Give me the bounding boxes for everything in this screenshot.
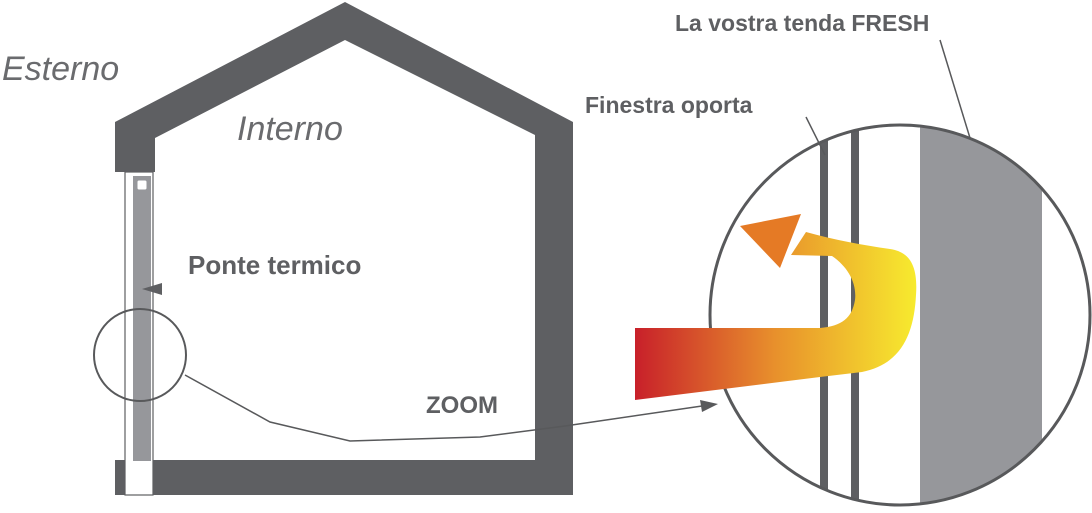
pointer-arrow-icon [142,283,162,295]
zoom-connector [184,374,718,442]
inside-label: Interno [237,110,343,148]
house [93,2,573,496]
zoom-connector-line [184,374,703,442]
curtain-backing [1042,125,1090,505]
heat-flow-arrow-icon [635,232,917,400]
zoom-detail [635,123,1092,507]
outside-label: Esterno [2,50,119,88]
curtain-hook [136,179,148,191]
window-leader-line [805,116,826,156]
thermal-bridge-label: Ponte termico [188,250,361,280]
window-label: Finestra oporta [585,92,753,118]
curtain-label: La vostra tenda FRESH [675,10,929,36]
zoom-circle-outline [708,123,1092,507]
zoom-label: ZOOM [426,392,498,419]
house-floor [115,460,573,495]
curtain-strip [133,176,151,461]
pointer-arrow-icon [700,400,718,412]
curtain-leader-line [939,39,971,139]
window-pane-left [820,125,828,505]
heat-flow-arrow-head [740,214,801,268]
house-roof-and-wall [115,2,573,495]
zoom-source-circle [93,308,187,402]
